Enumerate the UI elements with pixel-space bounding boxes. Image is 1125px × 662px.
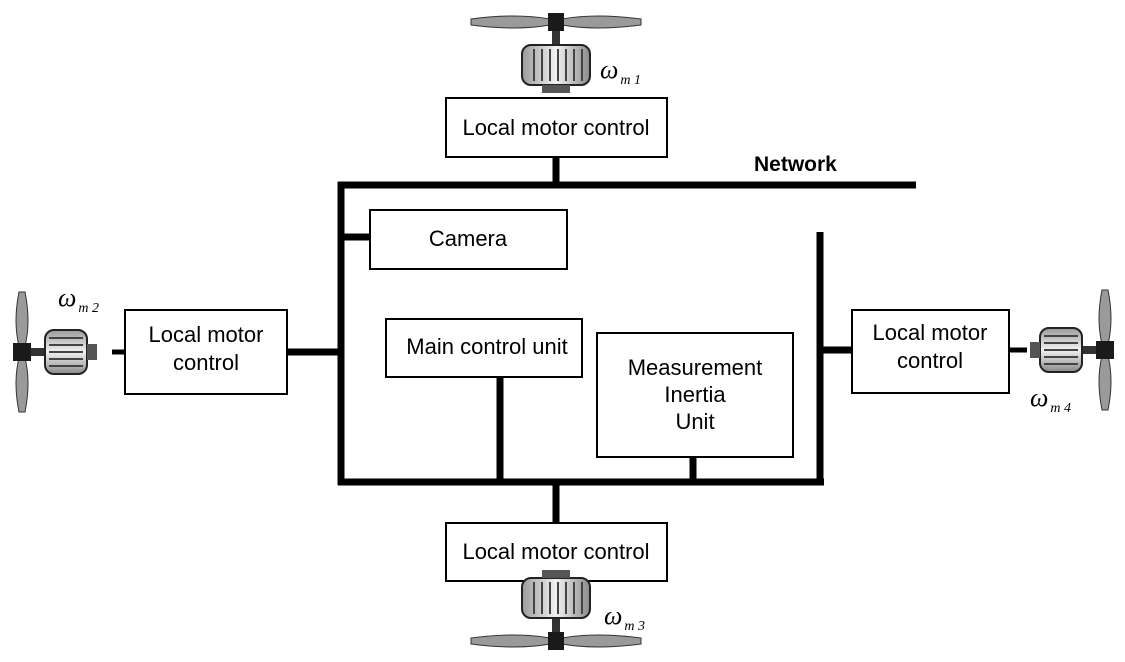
top-motor-control-label: Local motor control [462,115,649,140]
network-bus [287,157,916,525]
left-motor-control-block: Local motor control [124,309,288,395]
imu-block: Measurement Inertia Unit [596,332,794,458]
imu-label-line-1: Measurement [628,355,763,380]
main-control-block: Main control unit [385,318,583,378]
top-motor-control-box [445,97,668,158]
camera-block: Camera [369,209,568,270]
left-motor-control-box [124,309,288,395]
bottom-motor-control-label: Local motor control [462,539,649,564]
left-motor-control-label-line-1: Local motor [149,322,264,347]
main-control-box [385,318,583,378]
network-label: Network [754,153,837,176]
main-control-label: Main control unit [406,334,567,359]
imu-label-line-2: Inertia [664,382,726,407]
left-motor-control-label-line-2: control [173,350,239,375]
right-motor-control-label-line-2: control [897,348,963,373]
imu-label-line-3: Unit [675,409,714,434]
right-motor-control-block: Local motor control [851,309,1010,394]
right-motor-control-label-line-1: Local motor [873,320,988,345]
imu-box [596,332,794,458]
camera-label: Camera [429,226,508,251]
camera-box [369,209,568,270]
right-motor-control-box [851,309,1010,394]
top-motor-control-block: Local motor control [445,97,668,158]
